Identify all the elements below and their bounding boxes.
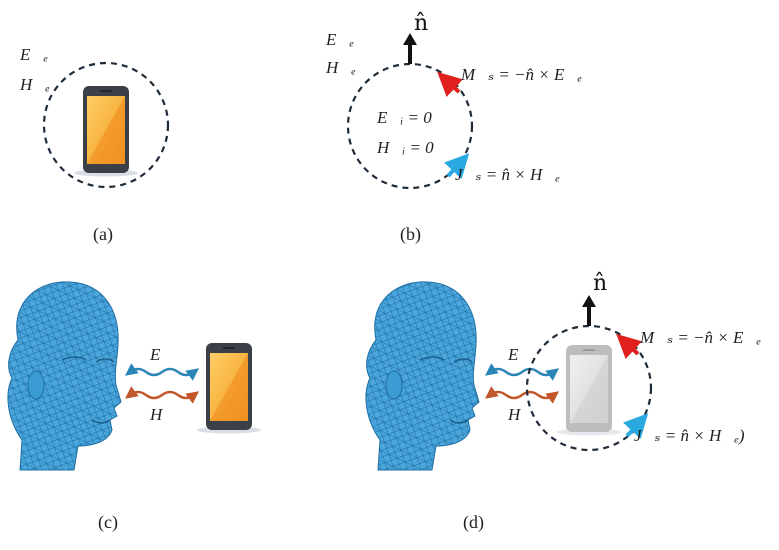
panel-d-normal-arrow-icon [582,295,596,326]
panel-a-phone-icon [74,86,138,177]
panel-c-head-icon [7,281,122,471]
panel-c-wave-h-label: H⃗ [149,405,176,424]
panel-d-wave-h-label: H⃗ [507,405,534,424]
panel-c-wave-e-label: E⃗ [149,345,174,364]
panel-a-field-e-label: E⃗ₑ [19,45,48,64]
panel-d-h-wave-icon [484,386,560,404]
panel-c: E⃗ H⃗ (c) [7,281,261,533]
panel-b-field-h-label: H⃗ₑ [325,58,356,77]
panel-d-electric-current-label: J⃗ₛ = n̂ × H⃗ₑ) [634,426,745,445]
panel-b-j-current-arrow-icon [444,153,470,179]
panel-b-normal-label: n̂ [414,11,428,36]
panel-a-caption: (a) [93,224,113,245]
panel-d-head-icon [365,281,480,471]
panel-d-phone-outline-icon [557,345,621,436]
panel-c-h-wave-icon [124,386,200,404]
panel-d-caption: (d) [463,512,484,533]
panel-d: E⃗ H⃗ n̂ M⃗ₛ = −n̂ × E⃗ₑ J⃗ₛ = n̂ × H⃗ₑ)… [365,271,761,533]
panel-b-m-current-arrow-icon [437,71,463,97]
panel-d-wave-e-label: E⃗ [507,345,532,364]
panel-d-magnetic-current-label: M⃗ₛ = −n̂ × E⃗ₑ [639,328,761,347]
panel-d-e-wave-icon [484,363,560,381]
panel-a-field-h-label: H⃗ₑ [19,75,50,94]
panel-a: E⃗ₑ H⃗ₑ (a) [19,45,170,245]
panel-b-magnetic-current-label: M⃗ₛ = −n̂ × E⃗ₑ [460,65,582,84]
panel-c-phone-icon [197,343,261,434]
panel-b-caption: (b) [400,224,421,245]
panel-b: E⃗ₑ H⃗ₑ n̂ E⃗ᵢ = 0 H⃗ᵢ = 0 M⃗ₛ = −n̂ × E… [325,11,582,245]
panel-b-electric-current-label: J⃗ₛ = n̂ × H⃗ₑ [455,165,560,184]
panel-a-surface-circle [42,61,170,189]
panel-d-j-current-arrow-icon [623,413,649,439]
panel-b-normal-arrow-icon [403,33,417,64]
panel-c-caption: (c) [98,512,118,533]
panel-b-inner-h-label: H⃗ᵢ = 0 [376,138,434,157]
panel-c-e-wave-icon [124,363,200,381]
panel-d-m-current-arrow-icon [616,333,642,359]
panel-b-inner-e-label: E⃗ᵢ = 0 [376,108,432,127]
panel-d-normal-label: n̂ [593,271,607,296]
panel-b-field-e-label: E⃗ₑ [325,30,354,49]
